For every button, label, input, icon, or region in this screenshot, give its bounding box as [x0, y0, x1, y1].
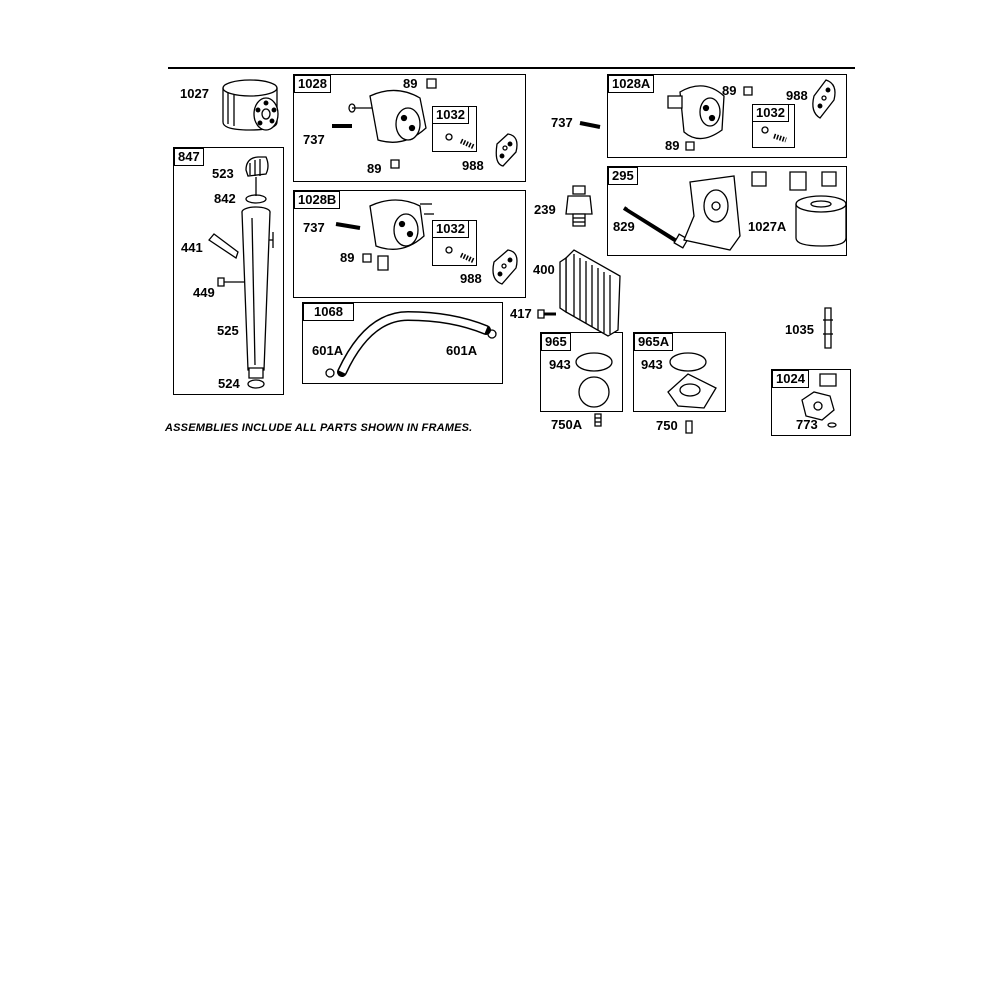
label-750: 750	[656, 418, 678, 433]
oil-filter-1027-icon	[223, 80, 278, 130]
frame-1032-b-tag: 1032	[432, 220, 469, 238]
dipstick-tube-847-icon	[209, 157, 273, 388]
label-1028-89-top: 89	[403, 76, 418, 91]
frame-965a-tag: 965A	[634, 333, 674, 351]
label-449: 449	[193, 285, 215, 300]
shaft-1035-icon	[823, 308, 833, 348]
frame-1068-tag: 1068	[303, 303, 354, 321]
cover-965-icon	[576, 353, 612, 426]
label-601a-right: 601A	[446, 343, 478, 358]
frame-847-tag: 847	[174, 148, 204, 166]
label-601a-left: 601A	[312, 343, 344, 358]
label-1028b-89: 89	[340, 250, 355, 265]
frame-1032-a-tag: 1032	[432, 106, 469, 124]
frame-1032-c-tag: 1032	[752, 104, 789, 122]
label-523: 523	[212, 166, 234, 181]
frame-1024-tag: 1024	[772, 370, 809, 388]
rotor-1024-icon	[802, 374, 836, 427]
frame-1028b	[293, 190, 526, 298]
frame-1068	[302, 302, 503, 384]
label-524: 524	[218, 376, 240, 391]
frame-1028a	[607, 74, 847, 158]
label-441: 441	[181, 240, 203, 255]
label-400: 400	[533, 262, 555, 277]
pressure-switch-239-icon	[566, 186, 592, 226]
label-1027a: 1027A	[748, 219, 787, 234]
label-750a: 750A	[551, 417, 583, 432]
label-1027: 1027	[180, 86, 209, 101]
frame-847	[173, 147, 284, 395]
label-965a-943: 943	[641, 357, 663, 372]
label-842: 842	[214, 191, 236, 206]
frame-1024	[771, 369, 851, 436]
label-1028-89-bottom: 89	[367, 161, 382, 176]
label-773: 773	[796, 417, 818, 432]
frame-1028b-tag: 1028B	[294, 191, 341, 209]
label-239: 239	[534, 202, 556, 217]
frame-965-tag: 965	[541, 333, 571, 351]
oil-cooler-400-icon	[538, 250, 620, 336]
frame-965a	[633, 332, 726, 412]
breather-hose-1068-icon	[326, 316, 496, 377]
frame-295-tag: 295	[608, 167, 638, 185]
label-1028a-988: 988	[786, 88, 808, 103]
oil-pump-1028b-icon	[336, 200, 517, 284]
frame-965	[540, 332, 623, 412]
frame-1028a-tag: 1028A	[608, 75, 655, 93]
label-829: 829	[613, 219, 635, 234]
label-1028-988: 988	[462, 158, 484, 173]
oil-pump-1028a-icon	[580, 80, 835, 150]
label-1028a-89-top: 89	[722, 83, 737, 98]
frame-1028	[293, 74, 526, 182]
top-rule	[168, 67, 855, 69]
label-1028b-988: 988	[460, 271, 482, 286]
label-965-943: 943	[549, 357, 571, 372]
frame-1028-tag: 1028	[294, 75, 331, 93]
label-1028-737: 737	[303, 132, 325, 147]
assemblies-note: ASSEMBLIES INCLUDE ALL PARTS SHOWN IN FR…	[165, 422, 473, 434]
label-525: 525	[217, 323, 239, 338]
label-1028a-89-bottom: 89	[665, 138, 680, 153]
filter-adapter-295-icon	[624, 172, 846, 250]
label-1028a-737: 737	[551, 115, 573, 130]
label-1028b-737: 737	[303, 220, 325, 235]
label-1035: 1035	[785, 322, 814, 337]
oil-pump-1028-icon	[332, 79, 517, 168]
label-417: 417	[510, 306, 532, 321]
cover-965a-icon	[668, 353, 716, 433]
